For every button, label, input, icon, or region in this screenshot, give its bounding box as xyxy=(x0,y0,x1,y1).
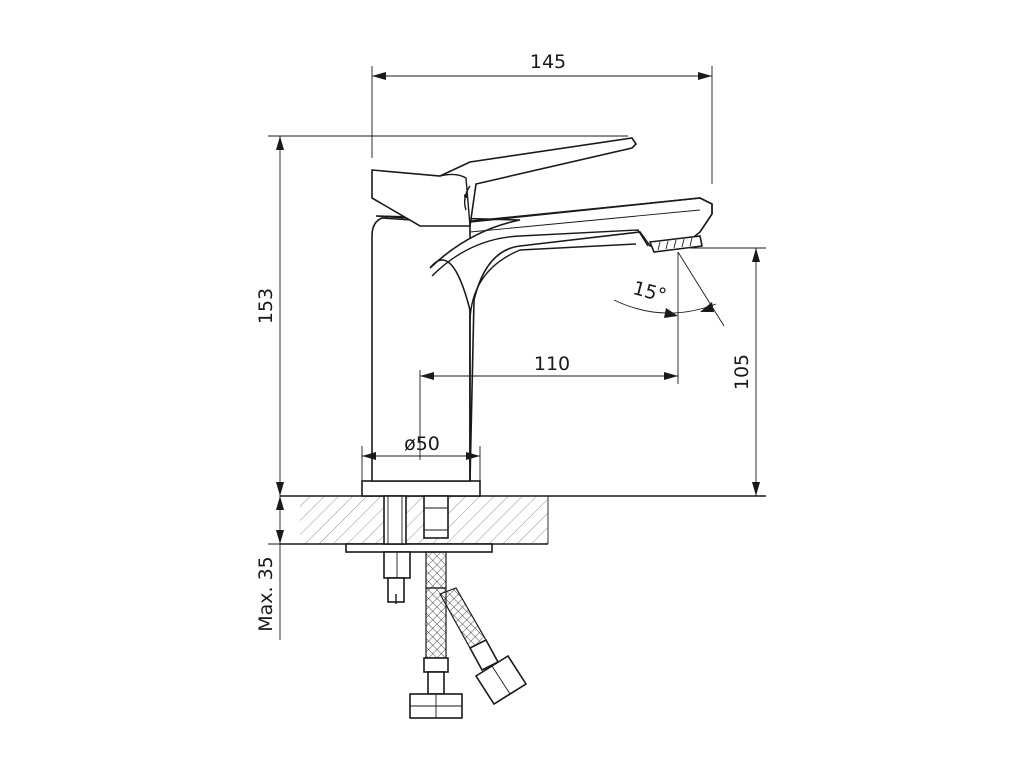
mounting-assembly xyxy=(345,495,528,719)
hose-connector xyxy=(423,495,449,539)
dim-reach-label: 110 xyxy=(534,353,570,375)
hose-straight xyxy=(425,551,447,589)
dim-base-diameter-label: ø50 xyxy=(404,433,440,455)
dim-width-label: 145 xyxy=(530,51,566,73)
threaded-stud xyxy=(383,495,407,545)
base-flange xyxy=(361,480,481,497)
dim-width: 145 xyxy=(371,51,713,184)
faucet-body xyxy=(361,197,713,497)
handle-lever xyxy=(371,137,638,227)
mounting-plate xyxy=(345,543,493,553)
dim-base-diameter: ø50 xyxy=(361,433,481,482)
dim-spray-angle: 15° xyxy=(613,251,725,327)
dim-spout-height-label: 105 xyxy=(731,354,753,390)
handle-body xyxy=(371,137,638,227)
dim-reach: 110 xyxy=(419,252,679,460)
dim-max-thickness: Max. 35 xyxy=(255,496,300,640)
countertop-section xyxy=(280,495,766,545)
dim-spray-angle-label: 15° xyxy=(630,277,668,307)
dim-height-label: 153 xyxy=(255,288,277,324)
dim-spout-height: 105 xyxy=(690,247,766,496)
dim-height: 153 xyxy=(255,135,628,496)
dim-max-thickness-label: Max. 35 xyxy=(255,556,277,632)
aerator xyxy=(648,235,703,253)
hose-angled xyxy=(439,587,487,649)
